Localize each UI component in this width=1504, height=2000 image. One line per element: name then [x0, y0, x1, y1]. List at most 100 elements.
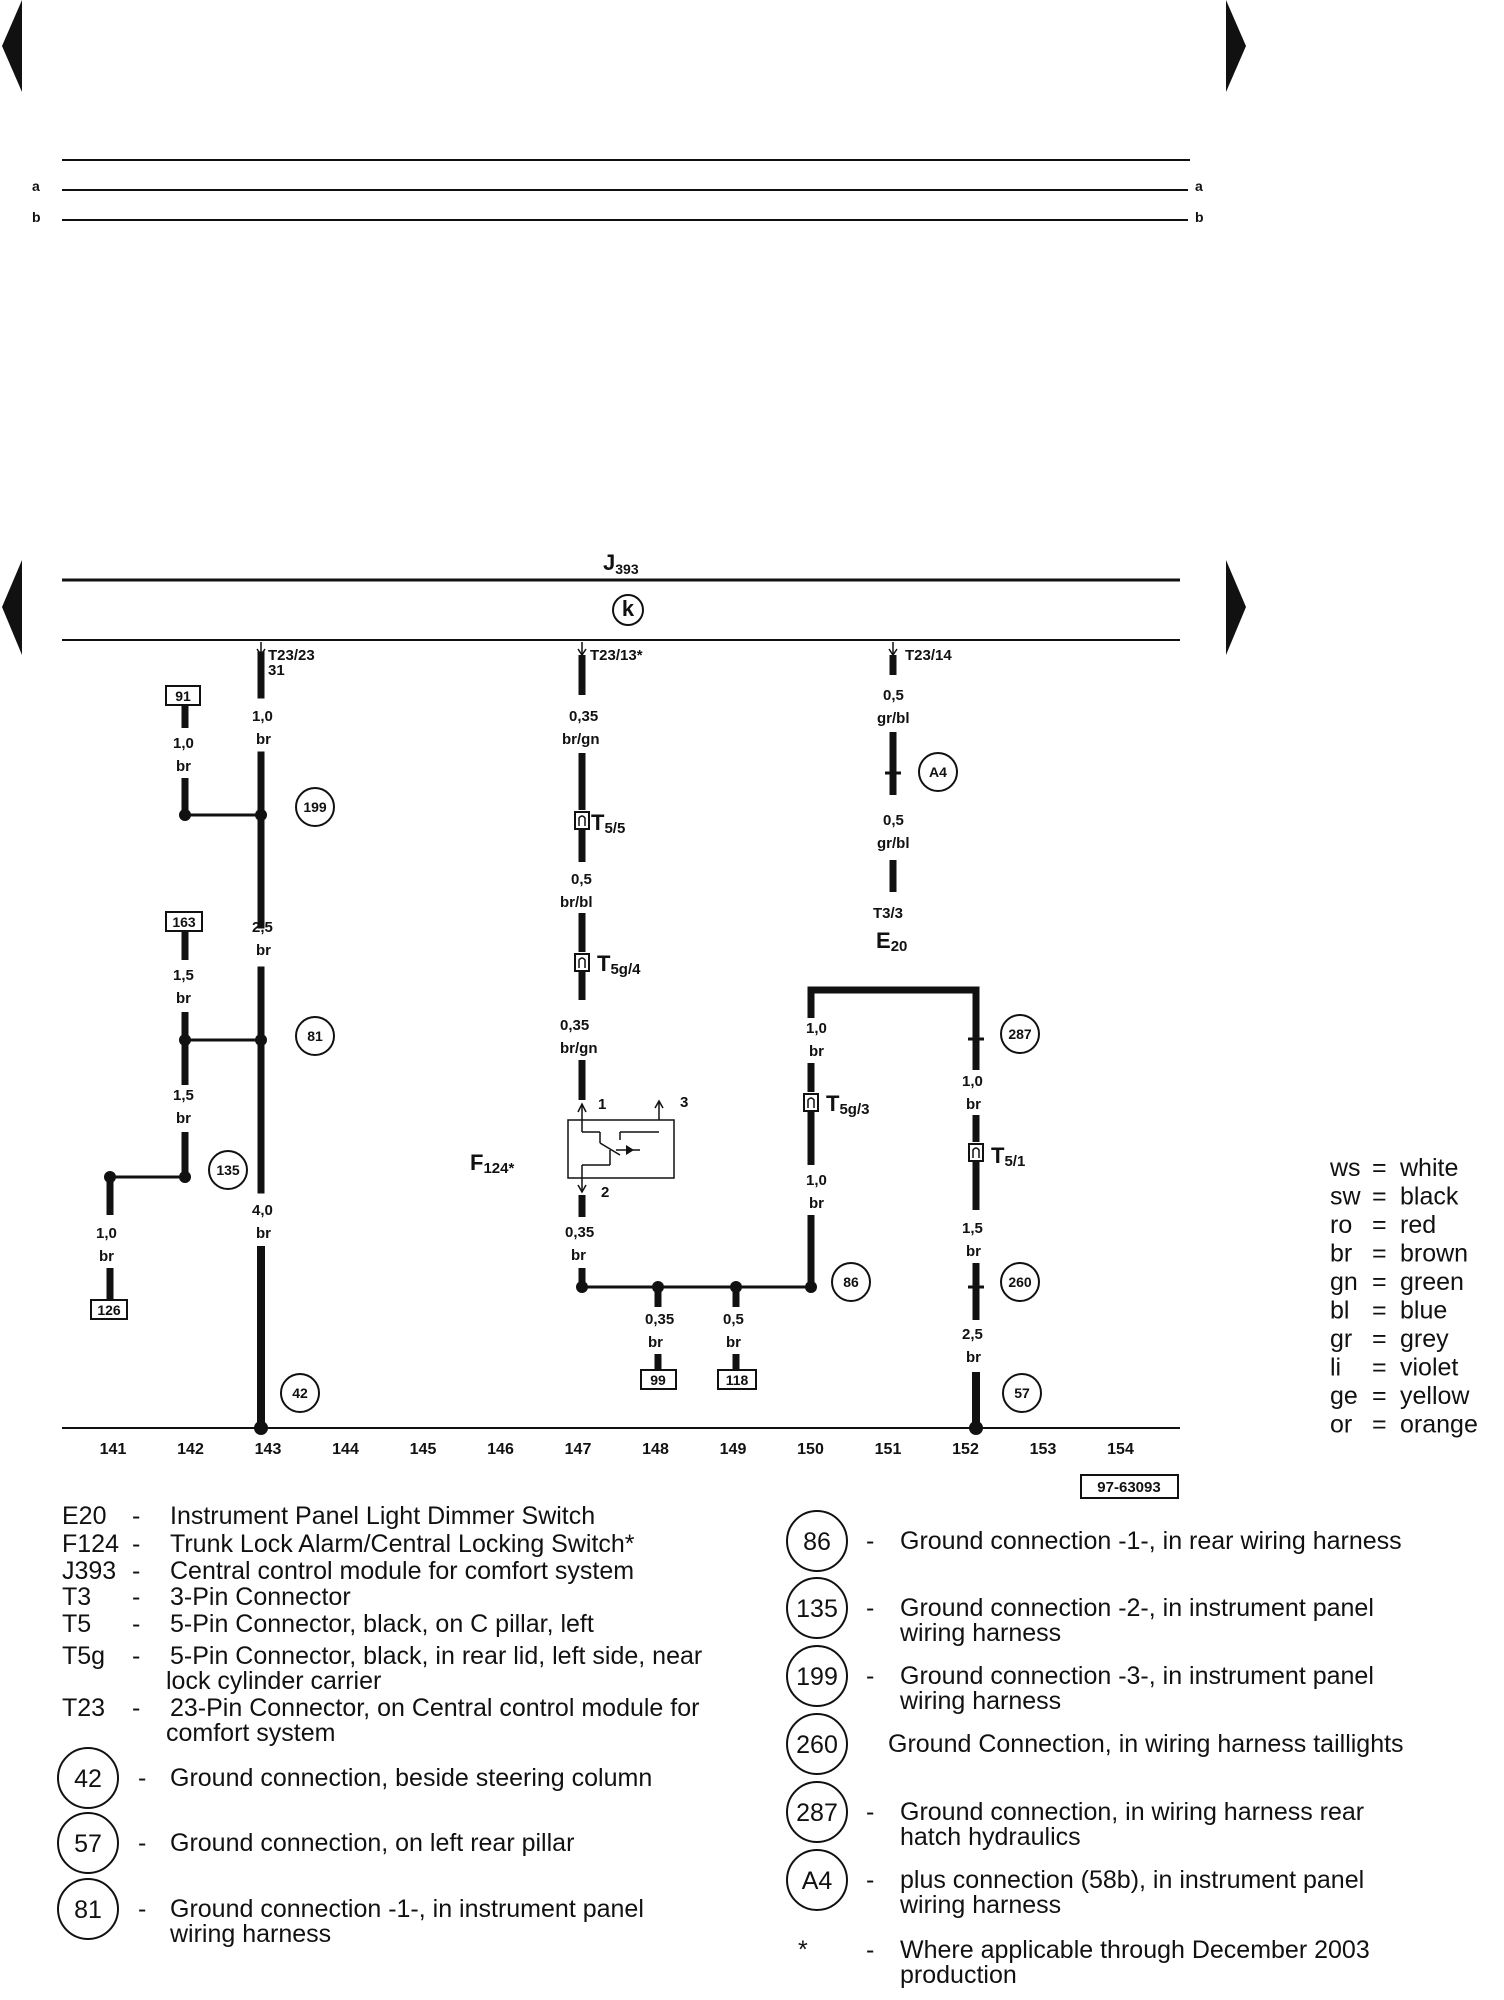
legend-text: plus connection (58b), in instrument pan…	[900, 1866, 1364, 1894]
legend-text: 23-Pin Connector, on Central control mod…	[170, 1694, 699, 1722]
module-symbol-circle	[612, 594, 644, 626]
module-symbol-k: k	[622, 596, 635, 621]
svg-text:81: 81	[307, 1028, 323, 1044]
page-prev-arrow-icon-lower[interactable]	[2, 560, 22, 655]
legend-text-cont: hatch hydraulics	[900, 1823, 1081, 1851]
svg-text:135: 135	[216, 1162, 240, 1178]
pin-t23-14: T23/14	[888, 642, 952, 664]
legend-code: T5	[62, 1610, 91, 1638]
svg-text:86: 86	[843, 1274, 859, 1290]
ground-legend-left: 42-Ground connection, beside steering co…	[57, 1747, 652, 1948]
legend-dash: -	[132, 1694, 140, 1722]
legend-code: F124	[62, 1530, 119, 1558]
color-name: black	[1400, 1183, 1459, 1211]
wire-147a-size: 0,35	[569, 708, 598, 725]
connector-t5g-4: T5g/4	[574, 951, 641, 978]
column-number: 153	[1030, 1441, 1057, 1458]
wire-147d-color: br	[571, 1247, 586, 1264]
column-number: 142	[177, 1441, 204, 1458]
legend-code: T5g	[62, 1642, 105, 1670]
svg-text:A4: A4	[929, 764, 947, 780]
wire-163-size: 1,5	[173, 967, 194, 984]
color-code: bl	[1330, 1297, 1349, 1325]
footnote-text-cont: production	[900, 1961, 1017, 1989]
ground-287: 287	[1000, 1014, 1040, 1054]
wire-150a-color: br	[809, 1043, 824, 1060]
legend-ground-code: 42	[74, 1765, 102, 1793]
wire-153b-size: 0,5	[883, 812, 904, 829]
color-code: li	[1330, 1354, 1341, 1382]
legend-item: F124-Trunk Lock Alarm/Central Locking Sw…	[62, 1530, 635, 1558]
legend-item: T5g-5-Pin Connector, black, in rear lid,…	[62, 1642, 702, 1695]
ref-126: 126	[90, 1299, 128, 1320]
wire-143a-color: br	[256, 731, 271, 748]
wire-143c-color: br	[256, 1225, 271, 1242]
wire-152a-color: br	[966, 1096, 981, 1113]
color-equals: =	[1372, 1382, 1387, 1410]
wire-150b-color: br	[809, 1195, 824, 1212]
wire-142b-size: 1,5	[173, 1087, 194, 1104]
column-number: 148	[642, 1441, 669, 1458]
ground-86: 86	[831, 1262, 871, 1302]
color-code: ge	[1330, 1382, 1358, 1410]
wire-152b-size: 1,5	[962, 1220, 983, 1237]
legend-text: Instrument Panel Light Dimmer Switch	[170, 1502, 595, 1530]
svg-text:42: 42	[292, 1385, 308, 1401]
connector-t5-1: T5/1	[968, 1143, 1025, 1170]
ground-199: 199	[295, 787, 335, 827]
svg-text:260: 260	[1008, 1274, 1032, 1290]
component-e20: E20	[876, 928, 907, 955]
splice-dot	[179, 1171, 191, 1183]
legend-text: 5-Pin Connector, black, in rear lid, lef…	[170, 1642, 702, 1670]
legend-ground-circle	[57, 1747, 119, 1809]
wire-152c-size: 2,5	[962, 1326, 983, 1343]
splice-dot	[576, 1281, 588, 1293]
legend-item: J393-Central control module for comfort …	[62, 1557, 634, 1585]
legend-dash: -	[132, 1502, 140, 1530]
color-code: sw	[1330, 1183, 1362, 1211]
legend-ground-circle	[786, 1781, 848, 1843]
legend-ground-item: 81-Ground connection -1-, in instrument …	[57, 1878, 644, 1948]
legend-item: E20-Instrument Panel Light Dimmer Switch	[62, 1502, 595, 1530]
wire-141-color: br	[99, 1248, 114, 1265]
splice-dot	[179, 1034, 191, 1046]
page-next-arrow-icon-lower[interactable]	[1226, 560, 1246, 655]
ground-260: 260	[1000, 1262, 1040, 1302]
wire-150-152-bridge	[807, 986, 980, 1018]
ground-a4: A4	[918, 752, 958, 792]
pin-t23-13: T23/13*	[577, 642, 643, 664]
module-j393-label: J393	[603, 550, 639, 577]
color-code: br	[1330, 1240, 1352, 1268]
svg-text:118: 118	[726, 1372, 749, 1388]
wire-91-size: 1,0	[173, 735, 194, 752]
wire-153b-color: gr/bl	[877, 835, 910, 852]
wire-147a-color: br/gn	[562, 731, 600, 748]
wire-150b-size: 1,0	[806, 1172, 827, 1189]
svg-text:57: 57	[1014, 1385, 1030, 1401]
legend-ground-code: 81	[74, 1896, 102, 1924]
color-name: yellow	[1400, 1382, 1470, 1410]
column-number: 147	[565, 1441, 592, 1458]
svg-text:287: 287	[1008, 1026, 1032, 1042]
svg-text:T5g/4: T5g/4	[597, 951, 641, 978]
page-prev-arrow-icon[interactable]	[2, 0, 22, 92]
legend-ground-item: 42-Ground connection, beside steering co…	[57, 1747, 652, 1809]
legend-text-cont: comfort system	[166, 1719, 335, 1747]
color-name: red	[1400, 1211, 1436, 1239]
color-code: gr	[1330, 1325, 1352, 1353]
color-name: white	[1399, 1154, 1458, 1182]
wire-153a-size: 0,5	[883, 687, 904, 704]
legend-ground-circle	[786, 1577, 848, 1639]
page-next-arrow-icon[interactable]	[1226, 0, 1246, 92]
svg-text:T23/13*: T23/13*	[590, 647, 643, 664]
wire-143c-size: 4,0	[252, 1202, 273, 1219]
pin-t23-23: T23/23 31	[256, 642, 315, 679]
legend-dash: -	[132, 1557, 140, 1585]
legend-ground-code: 260	[796, 1731, 838, 1759]
legend-dash: -	[866, 1936, 874, 1964]
legend-text: Central control module for comfort syste…	[170, 1557, 634, 1585]
wire-147c-size: 0,35	[560, 1017, 589, 1034]
legend-text: Trunk Lock Alarm/Central Locking Switch*	[170, 1530, 635, 1558]
column-number: 143	[255, 1441, 282, 1458]
legend-ground-item: 287-Ground connection, in wiring harness…	[786, 1781, 1364, 1851]
